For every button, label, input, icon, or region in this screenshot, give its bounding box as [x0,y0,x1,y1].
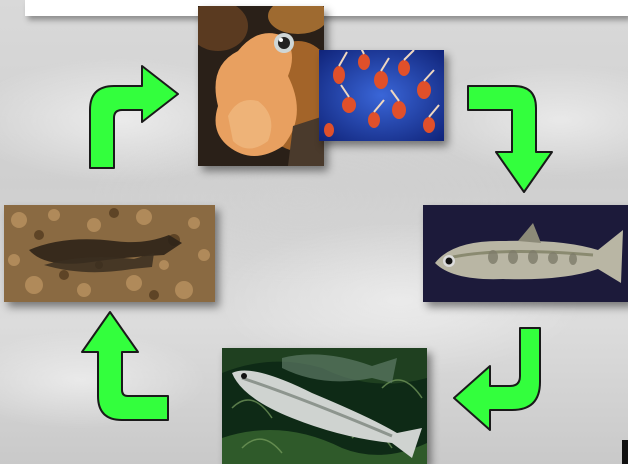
juvenile-fish-photo [423,205,628,302]
arrow-adult-to-spawning-icon [78,308,172,422]
arrow-spawning-to-egg-icon [86,58,182,170]
title-banner [25,0,628,16]
arrow-egg-to-juvenile-icon [466,80,556,196]
eyed-egg-photo [198,6,324,166]
arrow-juvenile-to-adult-icon [450,326,546,436]
edge-fragment [622,440,628,464]
spawning-fish-photo [4,205,215,302]
adult-fish-photo [222,348,427,464]
alevins-photo [319,50,444,141]
